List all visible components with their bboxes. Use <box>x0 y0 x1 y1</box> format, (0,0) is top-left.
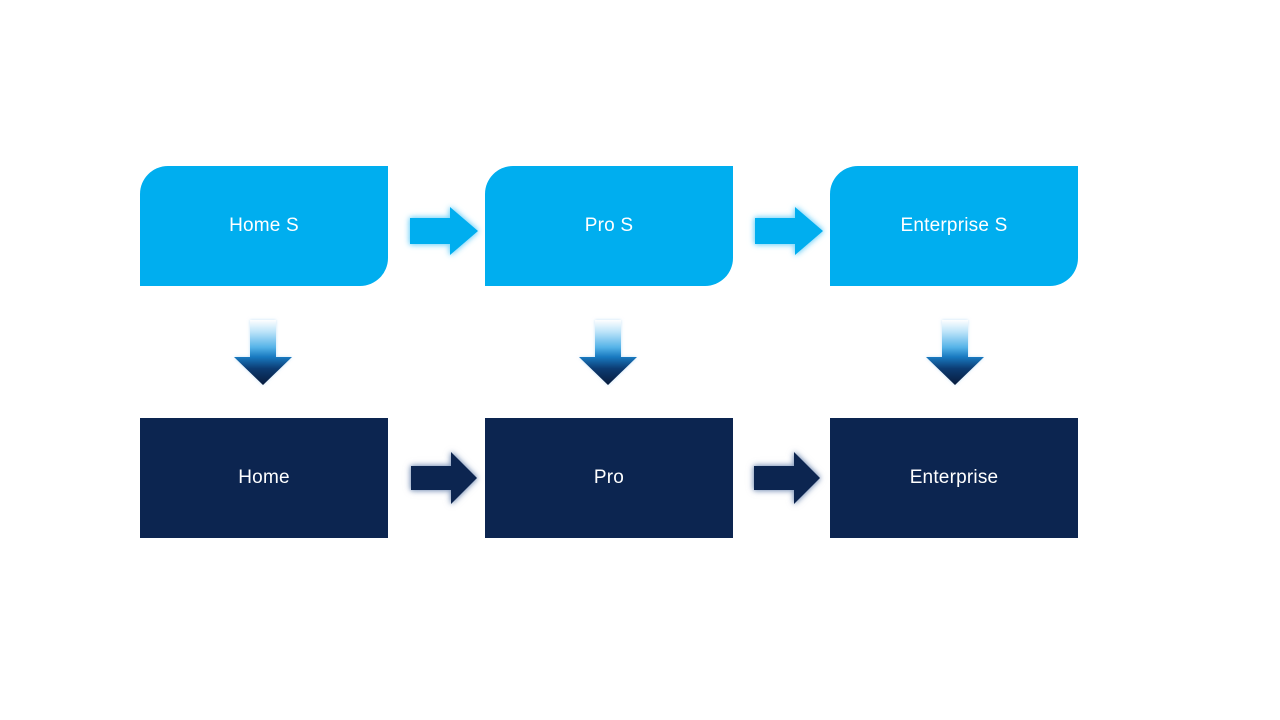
node-pro-s: Pro S <box>485 166 733 286</box>
node-label: Home S <box>229 215 299 236</box>
flow-arrow-down-icon <box>926 320 984 385</box>
node-pro: Pro <box>485 418 733 538</box>
node-home-s: Home S <box>140 166 388 286</box>
node-label: Home <box>238 467 290 488</box>
node-home: Home <box>140 418 388 538</box>
node-label: Enterprise S <box>900 215 1008 236</box>
flow-arrow-right-icon <box>754 452 820 504</box>
node-enterprise: Enterprise <box>830 418 1078 538</box>
flow-arrow-right-icon <box>411 452 477 504</box>
flow-arrow-down-icon <box>234 320 292 385</box>
node-label: Enterprise <box>909 467 999 488</box>
node-enterprise-s: Enterprise S <box>830 166 1078 286</box>
flow-arrow-down-icon <box>579 320 637 385</box>
flow-arrow-right-icon <box>755 207 823 255</box>
node-label: Pro <box>593 467 625 488</box>
flow-arrow-right-icon <box>410 207 478 255</box>
node-label: Pro S <box>584 215 634 236</box>
